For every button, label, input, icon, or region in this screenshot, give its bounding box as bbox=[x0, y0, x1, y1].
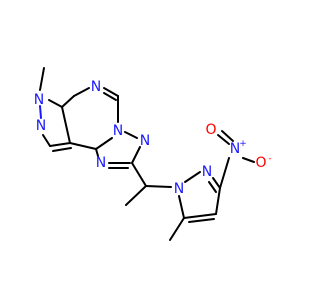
bond-c-triazole-ch bbox=[131, 162, 147, 187]
atom-n-pyrazole-ring: N bbox=[36, 118, 46, 134]
bond-fused-vertical-a bbox=[61, 95, 75, 108]
bond-c-n-lower bbox=[95, 148, 99, 157]
bond-n-n-pyrazole bbox=[39, 105, 42, 119]
bond-c-n-pyrimidine bbox=[73, 87, 90, 97]
bond-n2-c3 bbox=[212, 177, 221, 189]
atom-n-triazole-lower: N bbox=[96, 155, 106, 171]
bond-n-nitro-o-top-double bbox=[221, 130, 234, 142]
bond-c-c-lower bbox=[69, 142, 97, 150]
bond-c3-n-nitro bbox=[219, 157, 230, 189]
atom-n-methyl: N bbox=[34, 92, 44, 108]
bond-n-nitro-o-right bbox=[242, 157, 255, 163]
bond-n-bridge-c bbox=[95, 137, 113, 150]
bond-n-bridge-n-right bbox=[124, 131, 138, 139]
bond-ch-n-pyrazole2 bbox=[145, 185, 172, 188]
bond-n-nitro-o-top bbox=[217, 134, 230, 145]
bond-n-ch-pyrimidine-double bbox=[103, 92, 117, 101]
atom-labels: N N N N N N N N N + O O - bbox=[34, 79, 272, 197]
bond-layer bbox=[39, 67, 255, 241]
bond-n2-c3-double bbox=[208, 181, 217, 193]
nitro-o-charge: - bbox=[268, 154, 271, 164]
atom-n-triazole-right: N bbox=[140, 133, 150, 149]
molecule-structure-diagram: N N N N N N N N N + O O - bbox=[34, 67, 272, 241]
bond-c4-c3 bbox=[215, 187, 221, 215]
bond-methyl-n bbox=[39, 67, 45, 91]
bond-ch-methyl bbox=[125, 185, 147, 206]
bond-n-ch bbox=[42, 134, 51, 147]
atom-o-nitro-top: O bbox=[205, 122, 216, 138]
bond-c-triazole-n-right bbox=[131, 146, 141, 164]
atom-o-nitro-right: O bbox=[255, 155, 266, 171]
bond-c5-methyl bbox=[169, 217, 185, 241]
bond-n-c-fused bbox=[48, 99, 63, 108]
bond-n1-c5 bbox=[178, 195, 185, 219]
atom-n-nitro: N bbox=[230, 141, 240, 157]
bond-c-c-fused bbox=[61, 106, 71, 144]
atom-n-bridge: N bbox=[113, 123, 123, 139]
bond-ch-c-double bbox=[52, 147, 72, 152]
atom-n-pyrazole2-2: N bbox=[202, 164, 212, 180]
bond-c5-c4-double bbox=[188, 218, 215, 223]
bond-c5-c4 bbox=[183, 213, 217, 219]
atom-n-pyrimidine: N bbox=[91, 79, 101, 95]
nitro-n-charge: + bbox=[239, 139, 247, 149]
bond-n-ch-pyrimidine bbox=[103, 87, 119, 97]
bond-ch-c bbox=[49, 142, 71, 147]
bond-n1-n2 bbox=[184, 171, 201, 183]
atom-n-pyrazole2-1: N bbox=[174, 181, 184, 197]
